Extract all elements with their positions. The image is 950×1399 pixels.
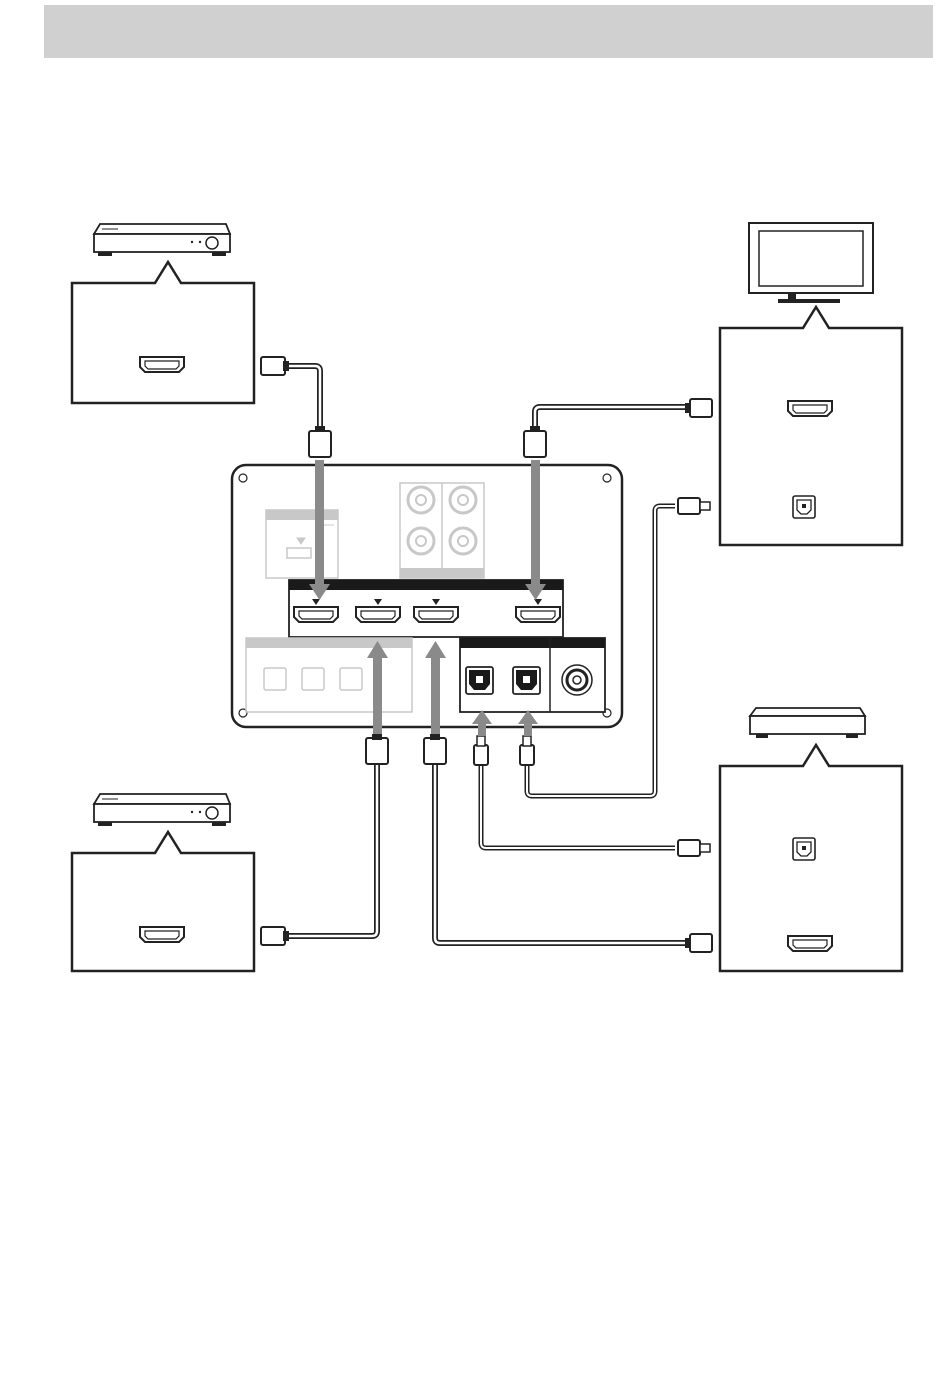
hdmi-cable-player-top-to-hdmi-1 [261,357,331,457]
optical-port-icon [793,838,815,860]
hdmi-port-icon [140,927,184,942]
optical-coaxial-block [460,638,605,712]
hdmi-port-icon [140,357,184,372]
settop-box-bottom-right [720,708,902,971]
player-icon [94,224,230,256]
faded-rca-jacks [400,483,484,578]
hdmi-cable-settop-to-hdmi-3 [424,734,712,952]
hdmi-port-icon [788,936,832,951]
device-callout-box [72,262,254,403]
hdmi-input-2-jack [356,607,400,622]
hdmi-jack-strip [289,580,563,637]
receiver-rear-panel [232,465,622,727]
hdmi-input-1-jack [294,607,338,622]
hdmi-cable-tv-to-hdmi-out [524,399,712,457]
source-player-bottom-left [72,794,254,971]
settop-box-icon [750,708,865,738]
hdmi-input-3-jack [414,607,458,622]
source-player-top-left [72,224,254,403]
hdmi-output-jack [516,607,560,622]
player-icon [94,794,230,826]
hdmi-cable-player-bottom-to-hdmi-2 [261,734,388,945]
optical-port-icon [793,496,815,518]
device-callout-box [72,832,254,971]
tv-top-right [720,223,902,545]
optical-input-2-jack [513,667,540,694]
hdmi-port-icon [788,401,832,416]
optical-input-1-jack [466,667,493,694]
tv-icon [749,223,873,303]
